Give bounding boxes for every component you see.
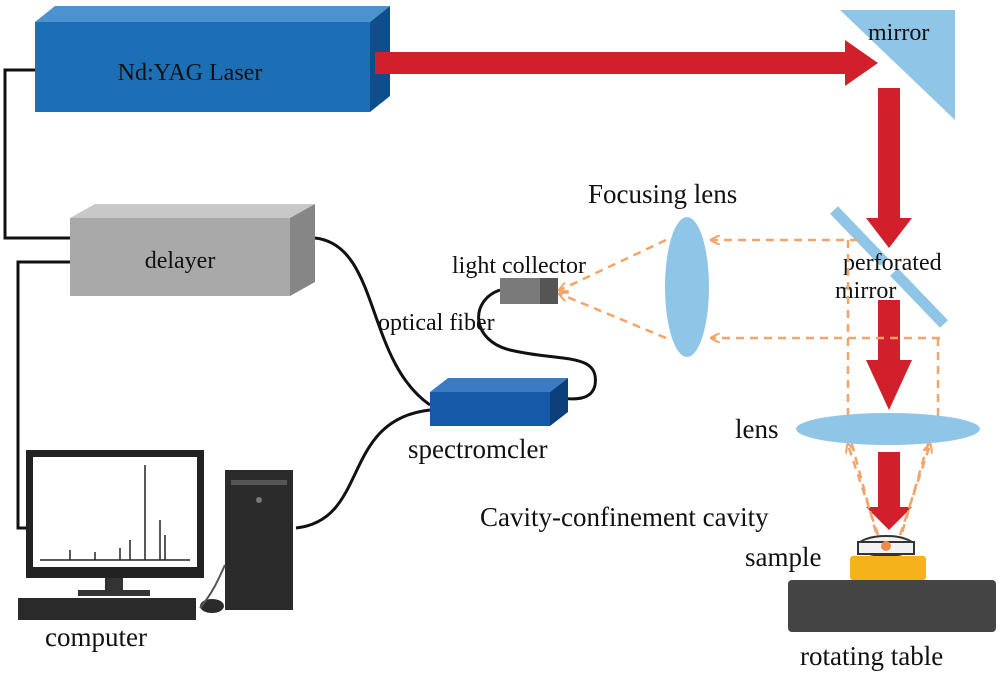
mouse xyxy=(200,599,224,613)
spectrum-trace xyxy=(40,465,190,561)
perforated-mirror-upper xyxy=(830,206,888,266)
rotating-table-block xyxy=(788,580,996,632)
delayer-box: delayer xyxy=(70,204,315,296)
light-collector-label: light collector xyxy=(452,253,586,279)
laser-box: Nd:YAG Laser xyxy=(35,6,390,112)
tower xyxy=(225,470,293,610)
light-collector xyxy=(500,278,558,304)
computer-label: computer xyxy=(45,622,147,652)
focusing-lens-label: Focusing lens xyxy=(588,179,737,209)
cavity-confinement xyxy=(857,535,915,557)
spectrometer-label: spectromcler xyxy=(408,434,547,464)
focusing-lens xyxy=(665,217,709,357)
trigger-cables xyxy=(3,68,70,530)
optical-fiber-label: optical fiber xyxy=(378,310,495,336)
mirror-prism xyxy=(840,10,955,120)
sample-block xyxy=(850,556,926,580)
signal-cables xyxy=(295,236,597,530)
collected-light-paths xyxy=(560,240,940,541)
laser-beam xyxy=(375,40,912,530)
spectrometer-box xyxy=(430,378,568,426)
laser-label: Nd:YAG Laser xyxy=(118,60,263,86)
mirror-label: mirror xyxy=(868,20,929,46)
perforated-mirror-label-line1: perforated xyxy=(843,250,942,276)
perforated-mirror-lower xyxy=(890,268,948,328)
cavity-label: Cavity-confinement cavity xyxy=(480,502,769,532)
delayer-label: delayer xyxy=(145,248,216,274)
keyboard xyxy=(18,598,196,620)
perforated-mirror-label-line2: mirror xyxy=(835,278,896,304)
computer-set xyxy=(18,450,293,620)
rotating-table-label: rotating table xyxy=(800,641,943,671)
lens-label: lens xyxy=(735,414,779,444)
sample-label: sample xyxy=(745,542,821,572)
sample-lens xyxy=(796,413,980,445)
